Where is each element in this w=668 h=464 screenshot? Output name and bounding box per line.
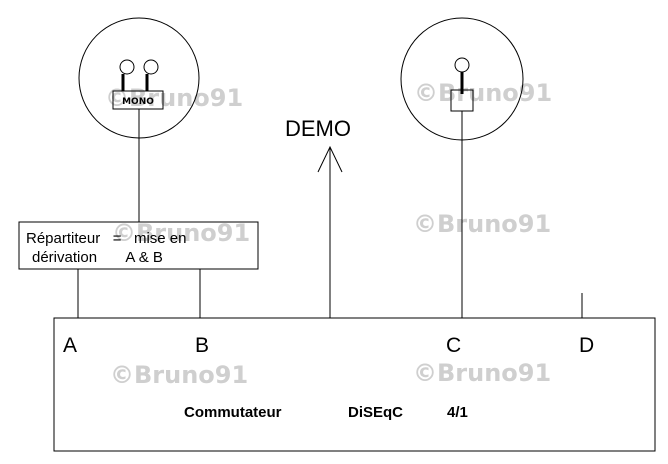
watermark-switch-right: ©Bruno91 (413, 359, 551, 387)
lnb-left-head-1 (119, 59, 135, 75)
watermark-right-middle: ©Bruno91 (413, 210, 551, 238)
watermark-dish-left: ©Bruno91 (105, 84, 243, 112)
port-b-label: B (195, 334, 209, 357)
demo-arrow-head (317, 145, 343, 173)
switch-name: Commutateur (184, 404, 282, 421)
splitter-text-line1: Répartiteur = mise en (26, 230, 187, 247)
splitter-text-line2: dérivation A & B (32, 249, 163, 266)
port-c-label: C (446, 334, 461, 357)
switch-ratio: 4/1 (447, 404, 468, 421)
dish-left: MONO (78, 17, 200, 222)
port-a-label: A (63, 334, 77, 357)
watermark-dish-right: ©Bruno91 (414, 79, 552, 107)
watermark-switch-left: ©Bruno91 (110, 361, 248, 389)
lnb-mono-label: MONO (122, 97, 154, 107)
demo-output: DEMO (285, 116, 351, 318)
lnb-left-head-2 (143, 59, 159, 75)
splitter: Répartiteur = mise en dérivation A & B (18, 221, 259, 318)
watermark-splitter: ©Bruno91 (112, 219, 250, 247)
switch-box (53, 317, 656, 452)
demo-label: DEMO (285, 116, 351, 141)
switch-type: DiSEqC (348, 404, 403, 421)
splitter-box (18, 221, 259, 270)
dish-right (400, 17, 524, 318)
port-d-label: D (579, 334, 594, 357)
lnb-mono-box (112, 90, 164, 110)
diseqc-switch: A B C D Commutateur DiSEqC 4/1 (53, 317, 656, 452)
lnb-right-head (454, 57, 470, 73)
